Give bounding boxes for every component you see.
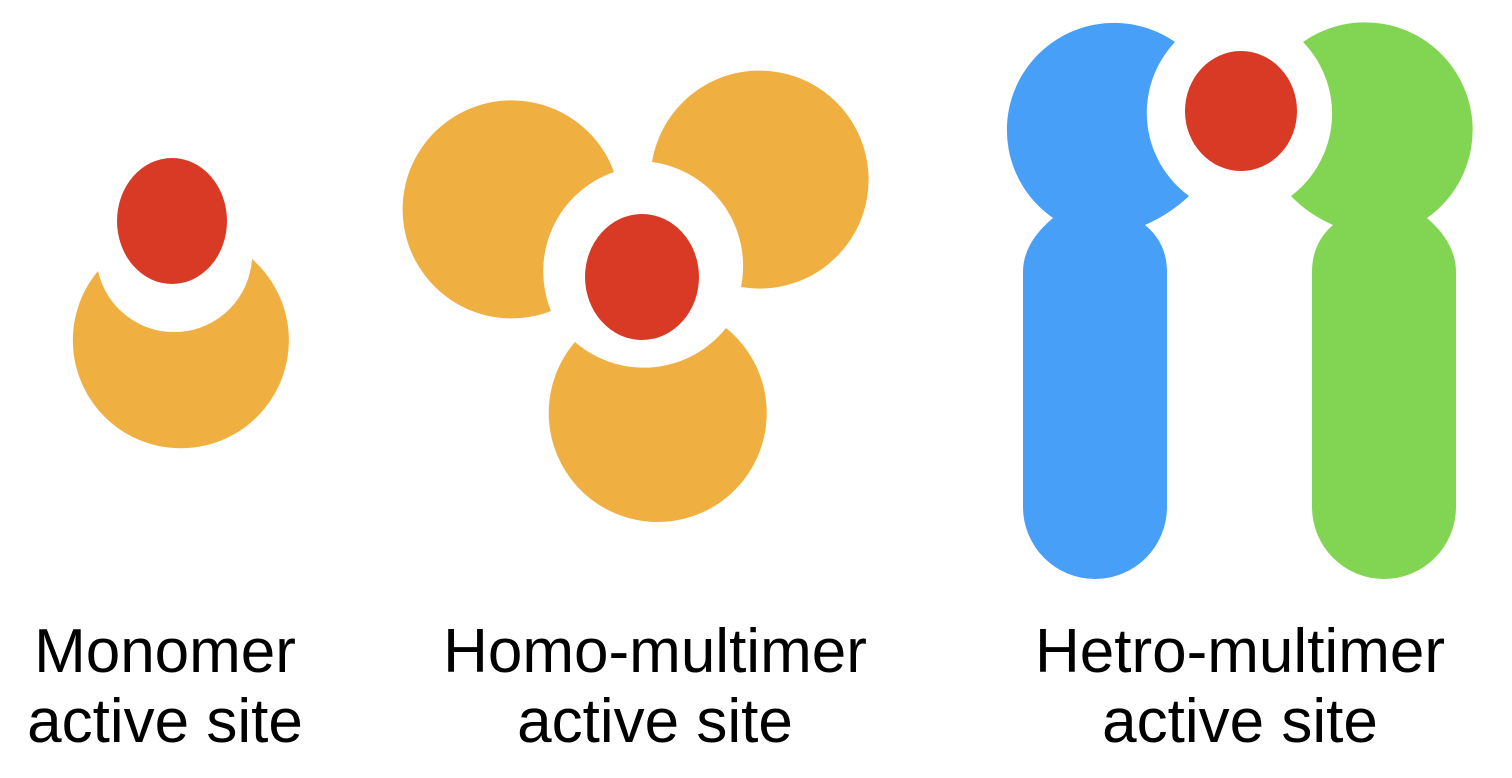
homo-multimer-caption: Homo-multimer active site <box>420 617 890 757</box>
hetero-subunit-blue <box>1006 22 1189 580</box>
homo-subunit-bottom <box>548 328 767 522</box>
hetero-multimer-caption: Hetro-multimer active site <box>1010 617 1470 757</box>
monomer-caption: Monomer active site <box>5 617 325 757</box>
hetero-multimer-group <box>1006 22 1473 580</box>
hetero-multimer-caption-line1: Hetro-multimer <box>1035 617 1445 686</box>
monomer-active-site <box>117 158 227 284</box>
monomer-caption-line1: Monomer <box>34 617 296 686</box>
hetero-subunit-green <box>1291 22 1473 580</box>
homo-multimer-group <box>402 70 869 522</box>
homo-active-site <box>585 214 699 340</box>
homo-subunit-top-right <box>652 70 869 289</box>
hetero-active-site <box>1185 51 1297 171</box>
monomer-caption-line2: active site <box>27 687 303 756</box>
hetero-multimer-caption-line2: active site <box>1102 687 1378 756</box>
homo-subunit-top-left <box>402 100 614 319</box>
monomer-group <box>72 158 289 449</box>
homo-multimer-caption-line1: Homo-multimer <box>443 617 867 686</box>
monomer-subunit <box>72 259 289 449</box>
homo-multimer-caption-line2: active site <box>517 687 793 756</box>
